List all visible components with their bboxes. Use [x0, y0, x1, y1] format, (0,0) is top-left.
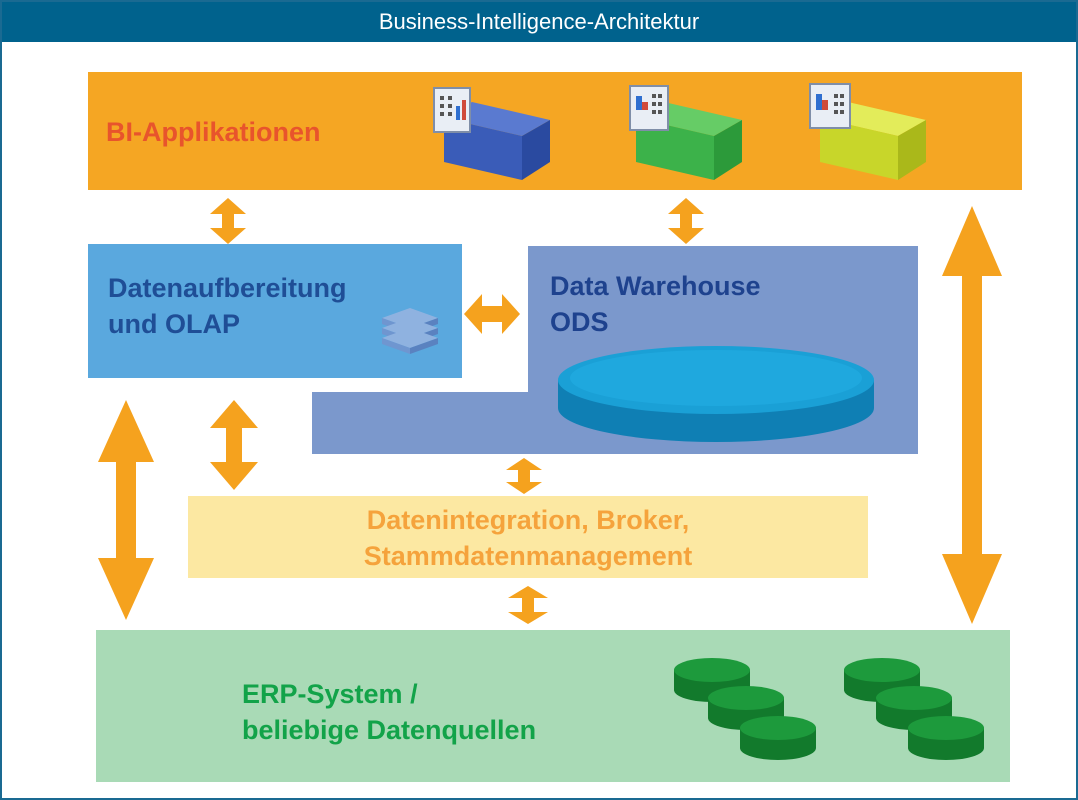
arrow-bi-to-sources	[942, 206, 1002, 624]
arrow-warehouse-to-integration	[506, 458, 542, 494]
data-warehouse-label: Data Warehouse ODS	[550, 268, 761, 340]
data-integration-line-2: Stammdatenmanagement	[363, 541, 693, 571]
data-preparation-line-2: und OLAP	[108, 309, 240, 339]
arrow-bi-to-warehouse	[668, 198, 704, 244]
data-preparation-layer: Datenaufbereitung und OLAP	[88, 244, 462, 378]
diagram-title: Business-Intelligence-Architektur	[2, 2, 1076, 42]
arrow-preparation-to-warehouse	[464, 294, 520, 334]
data-sources-line-1: ERP-System /	[242, 679, 418, 709]
arrow-preparation-to-integration	[210, 400, 258, 490]
data-preparation-label: Datenaufbereitung und OLAP	[108, 270, 347, 342]
data-sources-label: ERP-System / beliebige Datenquellen	[242, 676, 536, 748]
data-integration-layer: Datenintegration, Broker, Stammdatenmana…	[188, 496, 868, 578]
arrow-integration-to-sources	[508, 586, 548, 624]
data-preparation-line-1: Datenaufbereitung	[108, 273, 347, 303]
data-warehouse-layer: Data Warehouse ODS	[528, 246, 918, 394]
data-warehouse-line-1: Data Warehouse	[550, 271, 761, 301]
data-integration-line-1: Datenintegration, Broker,	[366, 505, 690, 535]
data-warehouse-line-2: ODS	[550, 307, 609, 337]
data-sources-line-2: beliebige Datenquellen	[242, 715, 537, 745]
data-warehouse-layer-base	[312, 392, 918, 454]
data-integration-label: Datenintegration, Broker, Stammdatenmana…	[188, 502, 868, 574]
bi-applications-layer: BI-Applikationen	[88, 72, 1022, 190]
data-sources-layer: ERP-System / beliebige Datenquellen	[96, 630, 1010, 782]
arrow-preparation-to-sources	[98, 400, 154, 620]
arrow-bi-to-preparation	[210, 198, 246, 244]
bi-applications-label: BI-Applikationen	[106, 117, 321, 147]
